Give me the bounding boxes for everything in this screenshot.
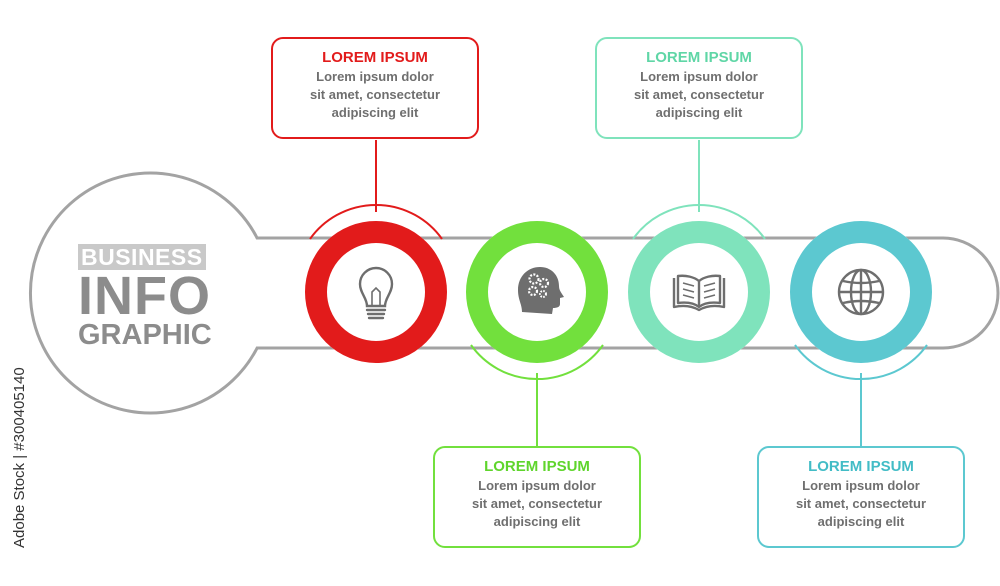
step-4-card: LOREM IPSUM Lorem ipsum dolor sit amet, … xyxy=(757,446,965,548)
step-2-title: LOREM IPSUM xyxy=(484,458,590,475)
step-1-ring xyxy=(305,204,447,363)
step-4-text-line: adipiscing elit xyxy=(817,514,905,529)
step-1-title: LOREM IPSUM xyxy=(322,49,428,66)
step-3-text-line: Lorem ipsum dolor xyxy=(640,69,758,84)
stock-watermark: Adobe Stock | #300405140 xyxy=(11,367,28,548)
watermark-text: Adobe Stock | #300405140 xyxy=(11,367,28,548)
step-1-text-line: sit amet, consectetur xyxy=(309,87,441,102)
infographic-title: BUSINESS INFO GRAPHIC xyxy=(78,244,228,350)
globe-icon xyxy=(837,268,885,316)
title-info: INFO xyxy=(78,266,211,326)
track-outline xyxy=(29,171,1000,415)
step-4-text-line: Lorem ipsum dolor xyxy=(802,478,920,493)
lightbulb-icon xyxy=(358,266,394,320)
step-1-text-line: Lorem ipsum dolor xyxy=(316,69,434,84)
step-2-text-line: adipiscing elit xyxy=(493,514,581,529)
title-graphic: GRAPHIC xyxy=(78,319,212,351)
step-3-title: LOREM IPSUM xyxy=(646,49,752,66)
step-1-card: LOREM IPSUM Lorem ipsum dolor sit amet, … xyxy=(271,37,479,139)
step-2-text-line: sit amet, consectetur xyxy=(471,496,603,511)
step-3-text-line: adipiscing elit xyxy=(655,105,743,120)
title-business: BUSINESS xyxy=(78,244,206,270)
step-4-text-line: sit amet, consectetur xyxy=(795,496,927,511)
step-2-text-line: Lorem ipsum dolor xyxy=(478,478,596,493)
open-book-icon xyxy=(672,274,726,312)
step-2-card: LOREM IPSUM Lorem ipsum dolor sit amet, … xyxy=(433,446,641,548)
step-1-text-line: adipiscing elit xyxy=(331,105,419,120)
step-3-card: LOREM IPSUM Lorem ipsum dolor sit amet, … xyxy=(595,37,803,139)
step-3-text-line: sit amet, consectetur xyxy=(633,87,765,102)
head-gears-icon xyxy=(518,267,564,314)
step-4-title: LOREM IPSUM xyxy=(808,458,914,475)
